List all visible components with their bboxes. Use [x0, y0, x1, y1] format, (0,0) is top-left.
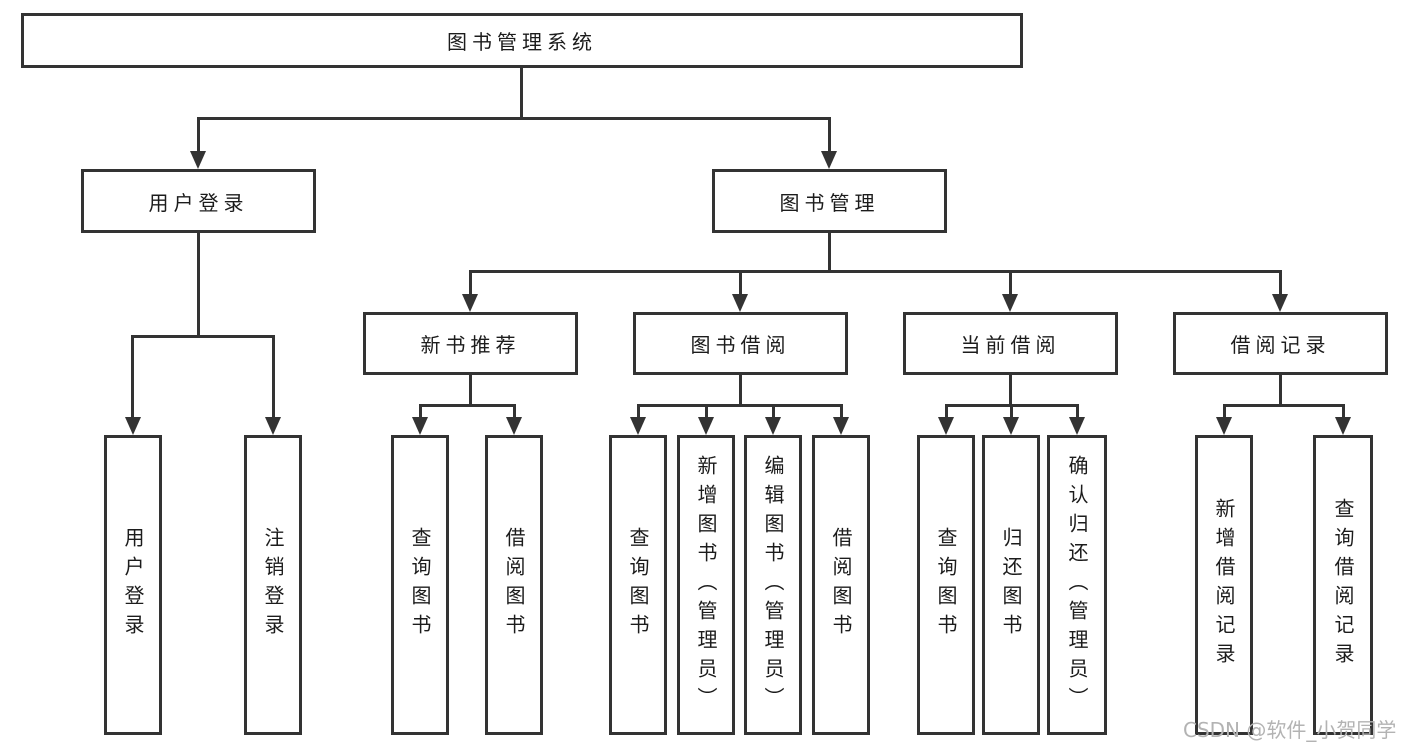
connector-to-leaf [1223, 404, 1226, 418]
node-new-book-recommendation: 新书推荐 [363, 312, 578, 375]
connector-to-leaf [1342, 404, 1345, 418]
node-current-borrowing: 当前借阅 [903, 312, 1118, 375]
arrow-down-icon [506, 417, 522, 435]
arrow-down-icon [765, 417, 781, 435]
node-library-management-system: 图书管理系统 [21, 13, 1023, 68]
node-user-login: 用户登录 [81, 169, 316, 233]
arrow-down-icon [1069, 417, 1085, 435]
connector-to-leaf [1076, 404, 1079, 418]
connector-to-book-management [828, 117, 831, 152]
arrow-down-icon [630, 417, 646, 435]
connector-to-leaf [637, 404, 640, 418]
connector-to-borrow-records [1279, 270, 1282, 295]
connector-to-new-book [469, 270, 472, 295]
leaf-query-books: 查询图书 [391, 435, 449, 735]
connector-root-stem [520, 68, 523, 117]
connector-to-leaf [1010, 404, 1013, 418]
connector-book-management-stem [828, 233, 831, 271]
connector-group-bus [1223, 404, 1344, 407]
arrow-down-icon [732, 294, 748, 312]
connector-user-login-stem [197, 233, 200, 336]
arrow-down-icon [1216, 417, 1232, 435]
connector-group-stem [1009, 375, 1012, 407]
connector-group-bus [419, 404, 515, 407]
arrow-down-icon [938, 417, 954, 435]
connector-to-leaf [513, 404, 516, 418]
arrow-down-icon [412, 417, 428, 435]
leaf-add-books-admin: 新增图书（管理员） [677, 435, 735, 735]
arrow-down-icon [265, 417, 281, 435]
arrow-down-icon [462, 294, 478, 312]
connector-to-leaf [419, 404, 422, 418]
arrow-down-icon [190, 151, 206, 169]
connector-level3-bus [469, 270, 1281, 273]
arrow-down-icon [1272, 294, 1288, 312]
arrow-down-icon [1003, 417, 1019, 435]
arrow-down-icon [833, 417, 849, 435]
leaf-query-books: 查询图书 [917, 435, 975, 735]
node-book-borrowing: 图书借阅 [633, 312, 848, 375]
leaf-confirm-return-admin: 确认归还（管理员） [1047, 435, 1107, 735]
arrow-down-icon [125, 417, 141, 435]
connector-to-leaf [131, 335, 134, 418]
node-borrowing-records: 借阅记录 [1173, 312, 1388, 375]
connector-to-leaf [272, 335, 275, 418]
connector-group-stem [469, 375, 472, 407]
leaf-user-login: 用户登录 [104, 435, 162, 735]
csdn-watermark: CSDN @软件_小贺同学 [1183, 718, 1397, 742]
connector-level2-bus [197, 117, 831, 120]
connector-group-stem [739, 375, 742, 407]
arrow-down-icon [1335, 417, 1351, 435]
connector-to-leaf [945, 404, 948, 418]
connector-group-bus [637, 404, 842, 407]
node-book-management: 图书管理 [712, 169, 947, 233]
connector-group-stem [1279, 375, 1282, 407]
arrow-down-icon [1002, 294, 1018, 312]
leaf-logout: 注销登录 [244, 435, 302, 735]
arrow-down-icon [698, 417, 714, 435]
connector-to-current-borrow [1009, 270, 1012, 295]
connector-to-leaf [705, 404, 708, 418]
connector-to-book-borrow [739, 270, 742, 295]
leaf-query-books: 查询图书 [609, 435, 667, 735]
leaf-borrow-books: 借阅图书 [485, 435, 543, 735]
leaf-add-borrow-record: 新增借阅记录 [1195, 435, 1253, 735]
leaf-edit-books-admin: 编辑图书（管理员） [744, 435, 802, 735]
connector-to-leaf [840, 404, 843, 418]
connector-to-user-login [197, 117, 200, 152]
connector-to-leaf [772, 404, 775, 418]
leaf-query-borrow-record: 查询借阅记录 [1313, 435, 1373, 735]
connector-user-login-bus [132, 335, 275, 338]
arrow-down-icon [821, 151, 837, 169]
leaf-borrow-books: 借阅图书 [812, 435, 870, 735]
leaf-return-books: 归还图书 [982, 435, 1040, 735]
